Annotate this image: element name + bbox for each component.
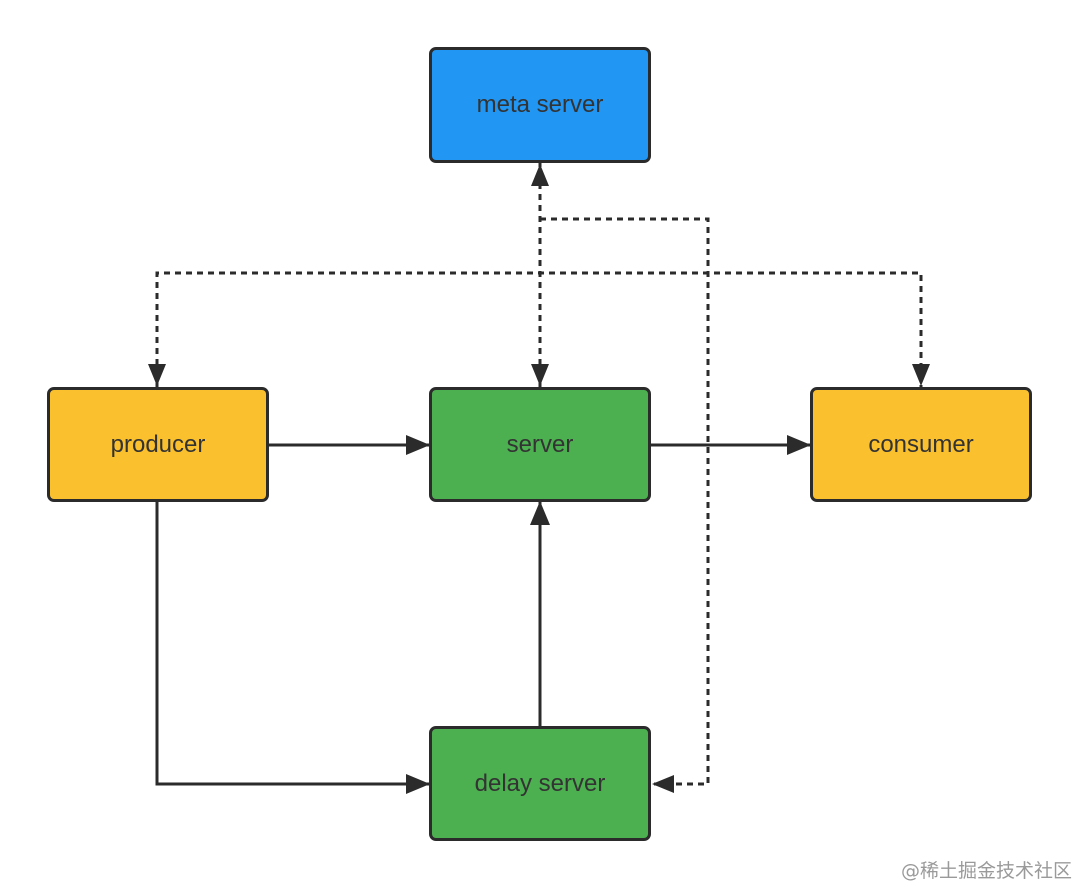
consumer-label: consumer xyxy=(868,430,974,458)
delay-server-label: delay server xyxy=(474,769,606,797)
arrowhead-consumer xyxy=(912,364,930,386)
delay-server-node: delay server xyxy=(429,726,651,841)
arrowhead-producer xyxy=(148,364,166,386)
producer-label: producer xyxy=(110,430,206,458)
consumer-node: consumer xyxy=(810,387,1032,502)
edge-meta-server-to-producer-consumer-bus xyxy=(155,271,923,387)
server-node: server xyxy=(429,387,651,502)
meta-server-node: meta server xyxy=(429,47,651,163)
producer-node: producer xyxy=(47,387,269,502)
arrowhead-delay-server xyxy=(652,775,674,793)
edge-producer-to-delay-server xyxy=(155,502,430,794)
arrowhead-meta-server xyxy=(531,164,549,186)
edge-meta-server-to-delay-server-dashed xyxy=(540,217,710,786)
arrowhead-server-top xyxy=(531,364,549,386)
meta-server-label: meta server xyxy=(476,91,604,118)
watermark: @稀土掘金技术社区 xyxy=(900,860,1072,882)
server-label: server xyxy=(506,430,574,458)
